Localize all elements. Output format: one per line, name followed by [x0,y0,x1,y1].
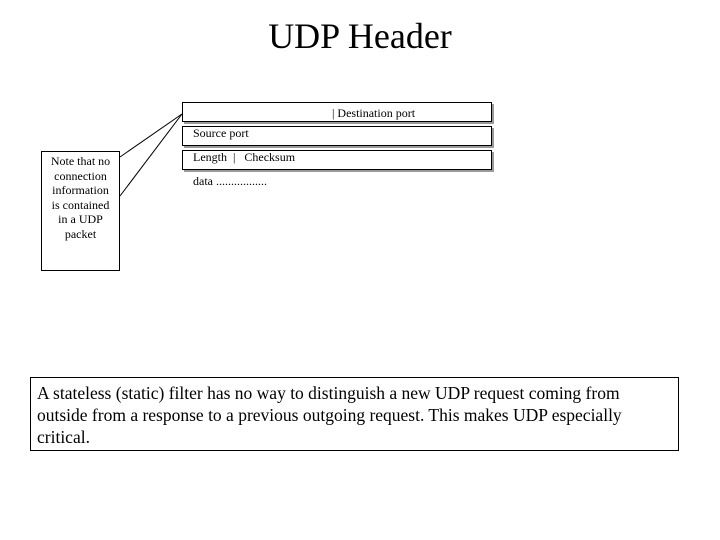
callout-line-lower [119,113,183,197]
udp-field-length-checksum: Length | Checksum [182,126,492,164]
slide-title: UDP Header [268,16,452,56]
note-line: in a UDP [58,212,103,226]
note-line: is contained [51,197,110,212]
note-line: Note that no [50,154,111,168]
udp-field-data: data ................. [182,150,492,188]
note-line: packet [64,226,97,241]
data-label: data ................. [193,174,267,188]
note-line: connection [54,168,107,183]
source-port-label: Source port [193,126,249,140]
callout-line-upper [119,113,183,158]
statement-box: A stateless (static) filter has no way t… [30,377,679,451]
destination-port-label: | Destination port [332,106,416,120]
note-line: information [52,183,109,197]
length-checksum-label: Length | Checksum [193,150,296,164]
udp-field-ports: Source port | Destination port [182,102,492,140]
callout-note: Note that no connection information is c… [41,151,120,271]
